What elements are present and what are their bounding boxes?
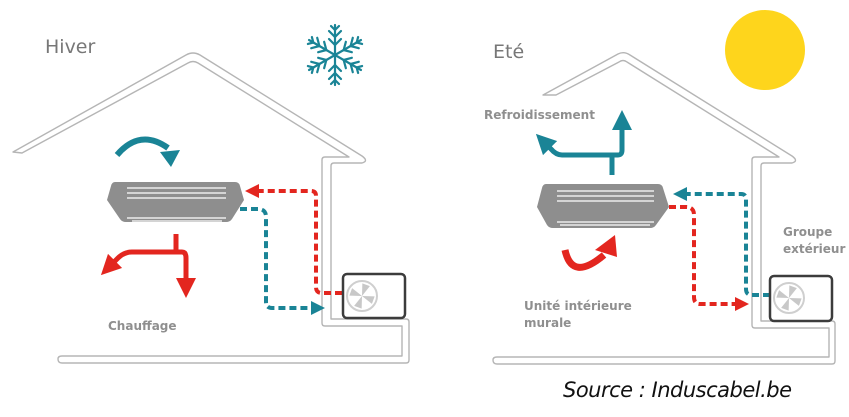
winter-house-outline — [12, 52, 410, 364]
summer-house-outline — [492, 52, 836, 365]
winter-heating-label: Chauffage — [108, 319, 177, 333]
winter-indoor-unit — [107, 182, 244, 222]
summer-hot-refrigerant-line — [669, 205, 749, 311]
winter-heating-airflow-arrow — [100, 234, 196, 298]
winter-panel: Hiver — [12, 23, 410, 364]
summer-title: Eté — [493, 41, 524, 63]
snowflake-icon — [304, 23, 366, 87]
winter-circulation-arrow — [114, 136, 180, 167]
fan-icon — [776, 285, 802, 311]
summer-outdoor-unit — [768, 274, 834, 323]
summer-cold-refrigerant-line — [673, 187, 770, 297]
indoor-unit-label-line1: Unité intérieure — [524, 299, 632, 313]
winter-cold-refrigerant-line — [240, 207, 325, 315]
summer-cooling-label: Refroidissement — [484, 108, 595, 122]
summer-panel: Eté Refroidissement — [484, 10, 845, 365]
summer-circulation-arrow — [561, 235, 617, 271]
winter-outdoor-unit — [341, 272, 407, 320]
summer-indoor-unit — [537, 184, 669, 228]
outdoor-unit-label-line2: extérieur — [783, 242, 845, 256]
outdoor-unit-label-line1: Groupe — [783, 225, 832, 239]
winter-hot-refrigerant-line — [245, 184, 342, 295]
summer-cooling-airflow-arrow — [535, 110, 632, 175]
source-caption: Source : Induscabel.be — [563, 378, 792, 402]
winter-title: Hiver — [45, 36, 95, 58]
fan-icon — [349, 283, 375, 309]
sun-icon — [725, 10, 805, 90]
indoor-unit-label-line2: murale — [524, 316, 571, 330]
